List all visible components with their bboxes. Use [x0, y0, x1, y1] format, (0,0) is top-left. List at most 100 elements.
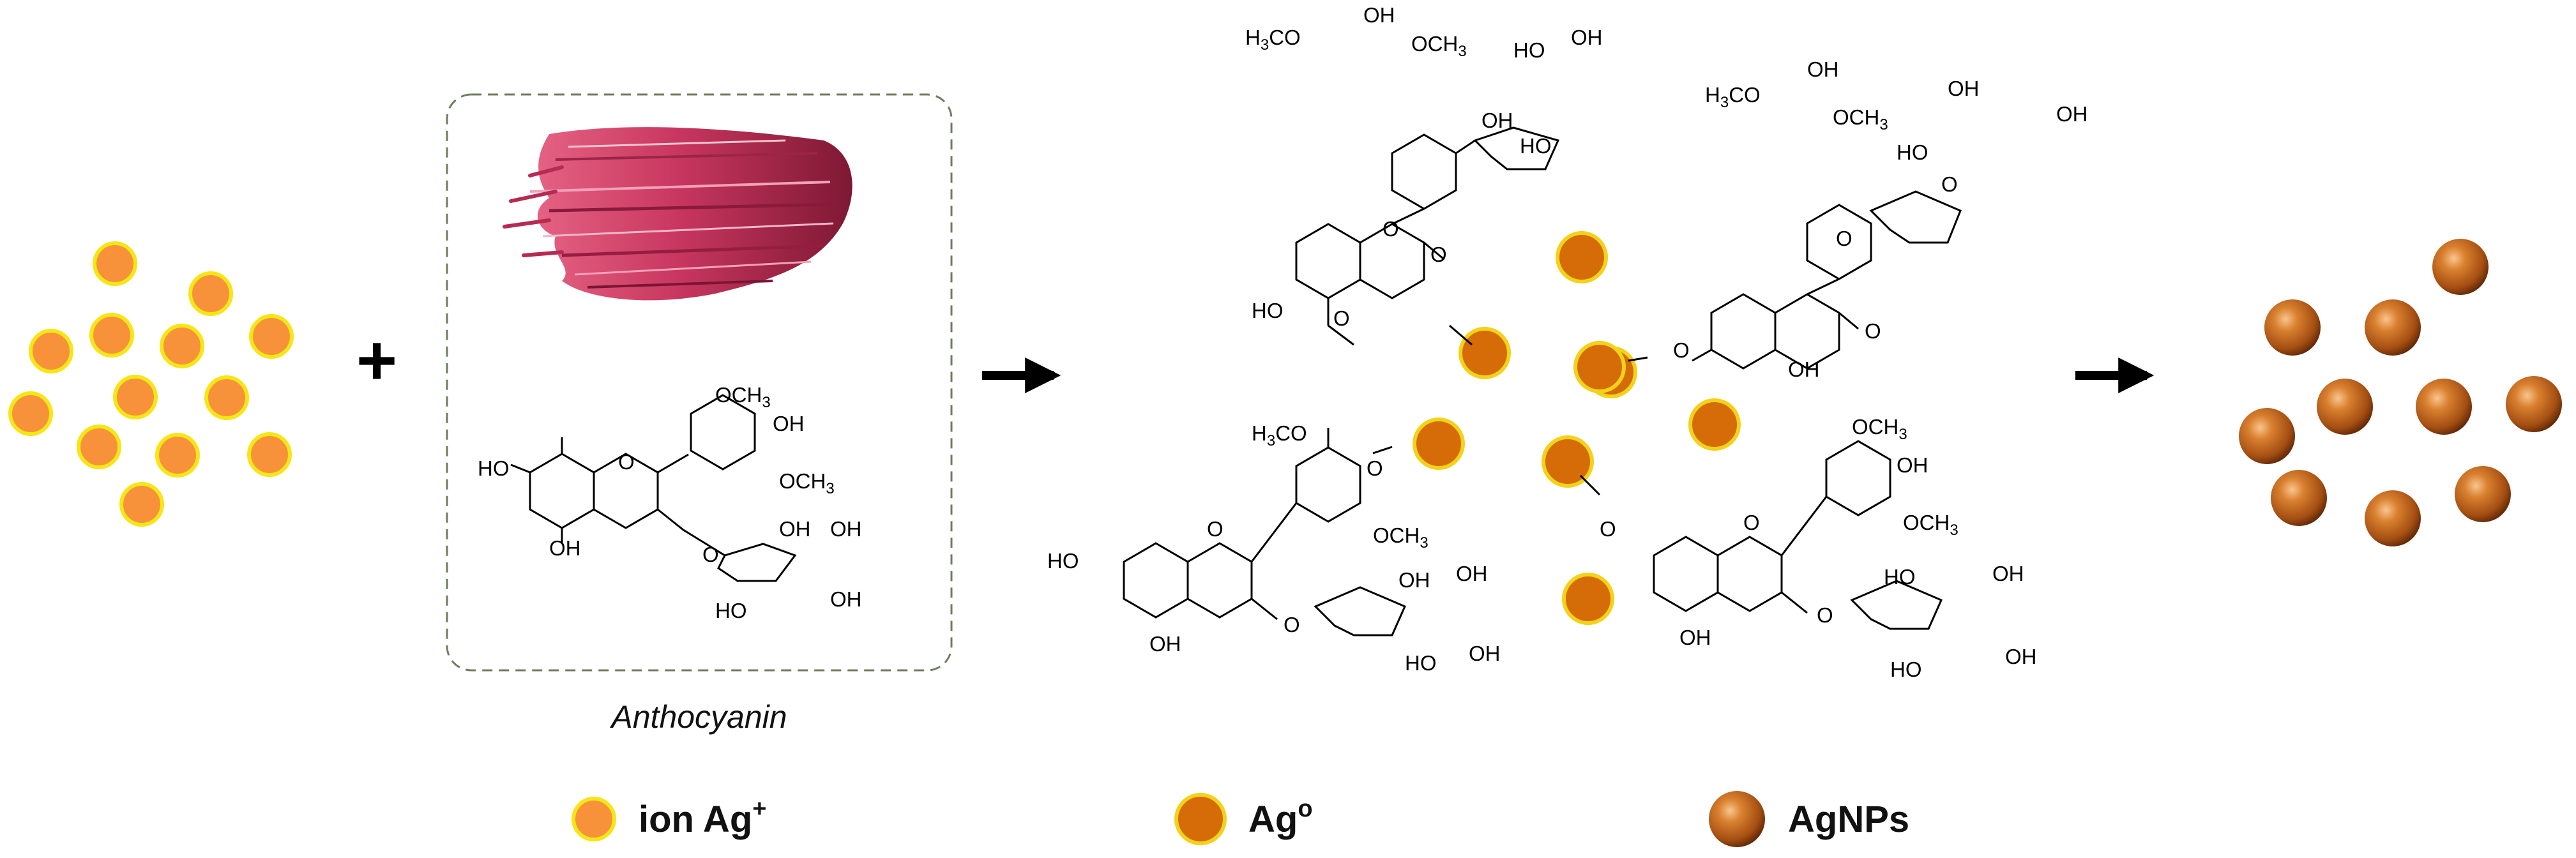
svg-text:H3CO: H3CO	[1252, 421, 1307, 449]
anthocyanin-panel: HO OH O OCH3 OH OCH3 O OH OH HO OH Antho…	[446, 93, 953, 735]
anthocyanin-complex-top-right: H3CO OH OCH3 OH OH HO O O O OH O	[1673, 57, 2088, 381]
svg-text:O: O	[1673, 338, 1690, 362]
svg-text:O: O	[1941, 172, 1958, 196]
ag0-atom	[1688, 398, 1741, 451]
legend-ion-label: ion Ag+	[639, 795, 766, 840]
plus-sign: +	[356, 321, 397, 400]
svg-text:HO: HO	[1513, 38, 1545, 62]
ag-ion-cluster	[8, 241, 294, 527]
ag-ion	[155, 433, 200, 478]
agnp-particle	[2239, 408, 2295, 464]
svg-text:O: O	[702, 543, 719, 566]
svg-text:HO: HO	[1890, 658, 1922, 681]
svg-text:OH: OH	[773, 412, 805, 435]
ag-ion	[89, 313, 134, 358]
ag-ion	[188, 271, 233, 316]
svg-text:HO: HO	[1884, 565, 1916, 589]
svg-text:OH: OH	[1992, 562, 2024, 585]
svg-text:OH: OH	[1398, 568, 1430, 592]
svg-text:HO: HO	[1520, 134, 1552, 158]
ag0-atom	[1542, 435, 1594, 488]
svg-text:OH: OH	[1456, 562, 1488, 585]
agnp-particle	[2365, 299, 2421, 356]
legend-ion-marker	[572, 797, 616, 841]
svg-text:HO: HO	[1252, 299, 1284, 322]
svg-text:OCH3: OCH3	[715, 383, 771, 411]
svg-text:O: O	[618, 450, 635, 474]
svg-text:OH: OH	[1363, 3, 1395, 27]
svg-text:O: O	[1284, 613, 1300, 636]
ag-ion	[93, 241, 137, 286]
panel-border	[446, 93, 953, 672]
legend-ag0-label: Ago	[1248, 795, 1313, 840]
plant-leaves-image	[503, 127, 852, 301]
svg-text:H3CO: H3CO	[1245, 26, 1301, 54]
legend-agnps-label: AgNPs	[1788, 799, 1909, 840]
agnp-cluster	[2239, 239, 2562, 546]
svg-text:O: O	[1333, 306, 1350, 330]
svg-text:OH: OH	[2056, 102, 2088, 126]
ag-ion	[113, 375, 158, 419]
svg-text:H3CO: H3CO	[1705, 83, 1761, 111]
legend: ion Ag+ Ago AgNPs	[572, 791, 1909, 847]
svg-text:OH: OH	[779, 517, 811, 541]
svg-text:O: O	[1600, 517, 1616, 541]
anthocyanin-complex-top-left: H3CO OH OCH3 HO OH OH HO O O HO O	[1245, 3, 1603, 346]
svg-text:OH: OH	[1149, 632, 1181, 656]
anthocyanin-structure: HO OH O OCH3 OH OCH3 O OH OH HO OH	[478, 383, 862, 622]
svg-text:OH: OH	[1571, 26, 1603, 49]
svg-text:OCH3: OCH3	[1852, 415, 1907, 443]
svg-text:OH: OH	[1897, 453, 1928, 477]
svg-text:O: O	[1430, 243, 1447, 266]
svg-text:OH: OH	[1679, 626, 1711, 649]
svg-text:O: O	[1367, 456, 1383, 480]
svg-text:OCH3: OCH3	[1411, 32, 1467, 60]
anthocyanin-label: Anthocyanin	[609, 699, 787, 735]
anthocyanin-complex-bottom-right: OCH3 OH OCH3 O O OH O HO OH HO OH	[1600, 415, 2037, 681]
svg-text:HO: HO	[715, 599, 747, 622]
ag0-atom	[1556, 231, 1608, 283]
svg-text:O: O	[1207, 517, 1224, 541]
svg-text:HO: HO	[478, 456, 510, 480]
svg-text:OH: OH	[830, 587, 862, 611]
ag0-atom	[1413, 418, 1465, 470]
agnp-particle	[2506, 376, 2562, 432]
agnp-particle	[2317, 379, 2373, 435]
svg-text:OCH3: OCH3	[1833, 105, 1888, 133]
svg-text:OCH3: OCH3	[1373, 523, 1428, 552]
ag-ion	[249, 314, 294, 359]
legend-agnps: AgNPs	[1709, 791, 1909, 847]
ag-ion	[119, 482, 164, 527]
legend-ion: ion Ag+	[572, 795, 766, 841]
agnp-particle	[2271, 470, 2327, 526]
svg-text:OH: OH	[1948, 77, 1980, 100]
ag-ion	[160, 324, 204, 368]
svg-text:OH: OH	[1481, 109, 1513, 132]
ag-ion	[204, 375, 249, 420]
svg-text:HO: HO	[1897, 140, 1928, 164]
svg-text:HO: HO	[1047, 549, 1079, 573]
svg-text:OH: OH	[2005, 645, 2037, 668]
agnp-particle	[2432, 239, 2489, 295]
o-ag-bonds	[1372, 324, 1648, 496]
svg-text:O: O	[1836, 227, 1852, 250]
svg-text:OCH3: OCH3	[779, 469, 835, 497]
ag0-atom	[1458, 327, 1511, 379]
agnp-particle	[2365, 490, 2421, 546]
ag-ion	[8, 391, 53, 436]
agnp-particle	[2416, 379, 2472, 435]
svg-text:OH: OH	[549, 536, 581, 560]
svg-text:OH: OH	[1469, 642, 1501, 665]
ag-ion	[247, 432, 292, 477]
svg-text:O: O	[1383, 217, 1399, 241]
ag-ion	[77, 425, 121, 469]
svg-text:O: O	[1817, 603, 1833, 627]
agnp-particle	[2264, 299, 2321, 356]
svg-text:HO: HO	[1405, 651, 1437, 675]
legend-ag0: Ago	[1174, 793, 1313, 845]
ag0-atom	[1573, 341, 1626, 393]
agnp-particle	[2455, 466, 2511, 522]
ag0-atom	[1562, 573, 1614, 625]
svg-text:O: O	[1865, 319, 1881, 343]
